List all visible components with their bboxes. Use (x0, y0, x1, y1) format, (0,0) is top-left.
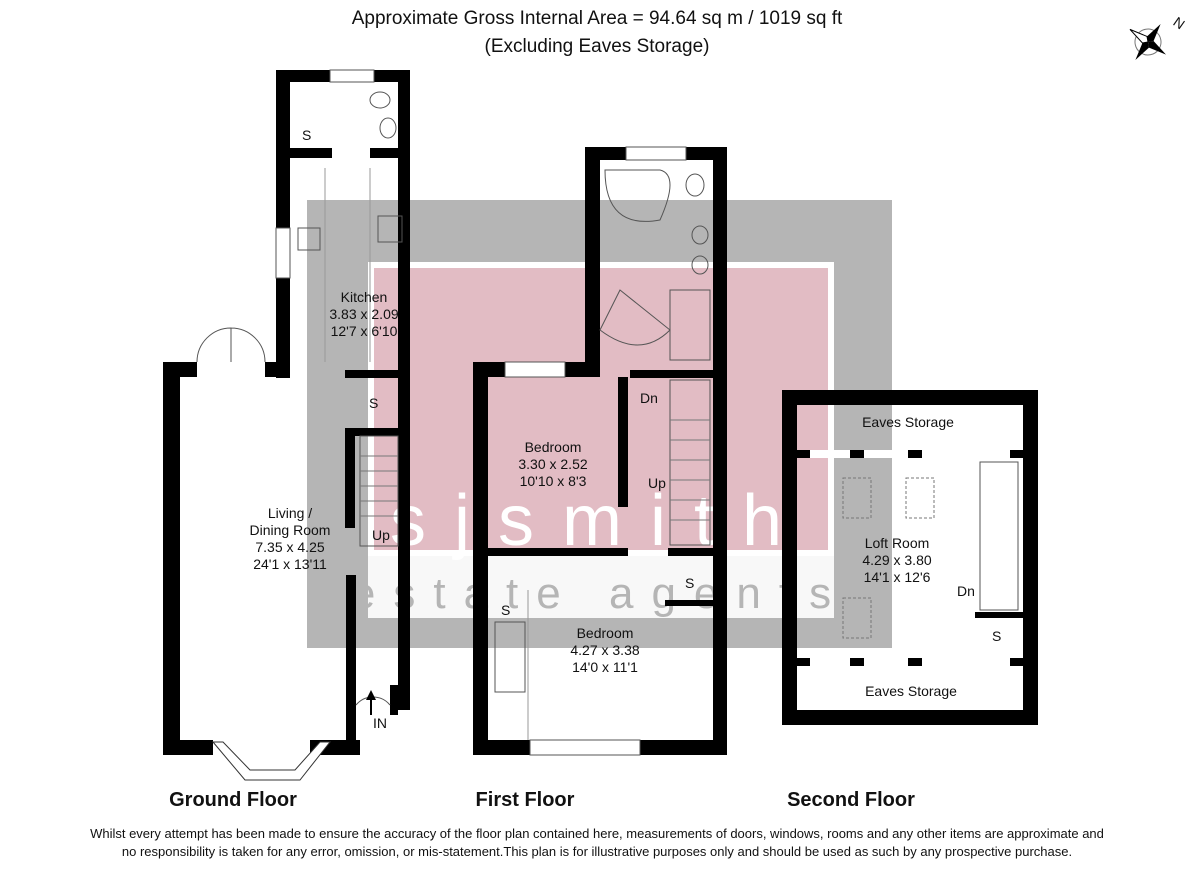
loft-room-size-imperial: 14'1 x 12'6 (864, 569, 931, 585)
ground-floor-title: Ground Floor (169, 789, 297, 811)
second-floor-walls (782, 390, 1038, 725)
kitchen-name: Kitchen (341, 289, 388, 305)
wardrobe-label: S (501, 602, 510, 618)
compass-rose-icon (1129, 23, 1167, 61)
loft-room-name: Loft Room (865, 535, 930, 551)
gross-area-title: Approximate Gross Internal Area = 94.64 … (352, 8, 843, 29)
kitchen-size-imperial: 12'7 x 6'10 (331, 323, 398, 339)
bedroom2-size-imperial: 14'0 x 11'1 (572, 659, 638, 675)
first-stairs-down-label: Dn (640, 390, 658, 406)
first-floor-title: First Floor (476, 789, 575, 811)
living-room-name-1: Living / (268, 505, 312, 521)
entrance-label: IN (373, 715, 387, 731)
kitchen-size-metric: 3.83 x 2.09 (329, 306, 398, 322)
wc-storage-label: S (302, 127, 311, 143)
bedroom1-size-imperial: 10'10 x 8'3 (520, 473, 587, 489)
disclaimer-line-2: no responsibility is taken for any error… (122, 844, 1072, 859)
loft-storage-label: S (992, 628, 1001, 644)
landing-storage-label: S (685, 575, 694, 591)
living-room-name-2: Dining Room (250, 522, 331, 538)
loft-room-size-metric: 4.29 x 3.80 (862, 552, 931, 568)
disclaimer-line-1: Whilst every attempt has been made to en… (90, 826, 1104, 841)
compass-north-label: N (1170, 13, 1187, 32)
ground-floor-walls (163, 69, 410, 781)
ground-storage-label: S (369, 395, 378, 411)
eaves-storage-bottom-label: Eaves Storage (865, 683, 957, 699)
first-stairs-up-label: Up (648, 475, 666, 491)
bedroom2-size-metric: 4.27 x 3.38 (570, 642, 639, 658)
second-floor-title: Second Floor (787, 789, 915, 811)
first-floor-walls (473, 146, 727, 756)
gross-area-subtitle: (Excluding Eaves Storage) (485, 36, 710, 57)
eaves-storage-top-label: Eaves Storage (862, 414, 954, 430)
bedroom1-name: Bedroom (525, 439, 582, 455)
living-room-size-metric: 7.35 x 4.25 (255, 539, 324, 555)
living-room-size-imperial: 24'1 x 13'11 (253, 556, 327, 572)
second-stairs-down-label: Dn (957, 583, 975, 599)
ground-stairs-up-label: Up (372, 527, 390, 543)
bedroom2-name: Bedroom (577, 625, 634, 641)
bedroom1-size-metric: 3.30 x 2.52 (518, 456, 587, 472)
